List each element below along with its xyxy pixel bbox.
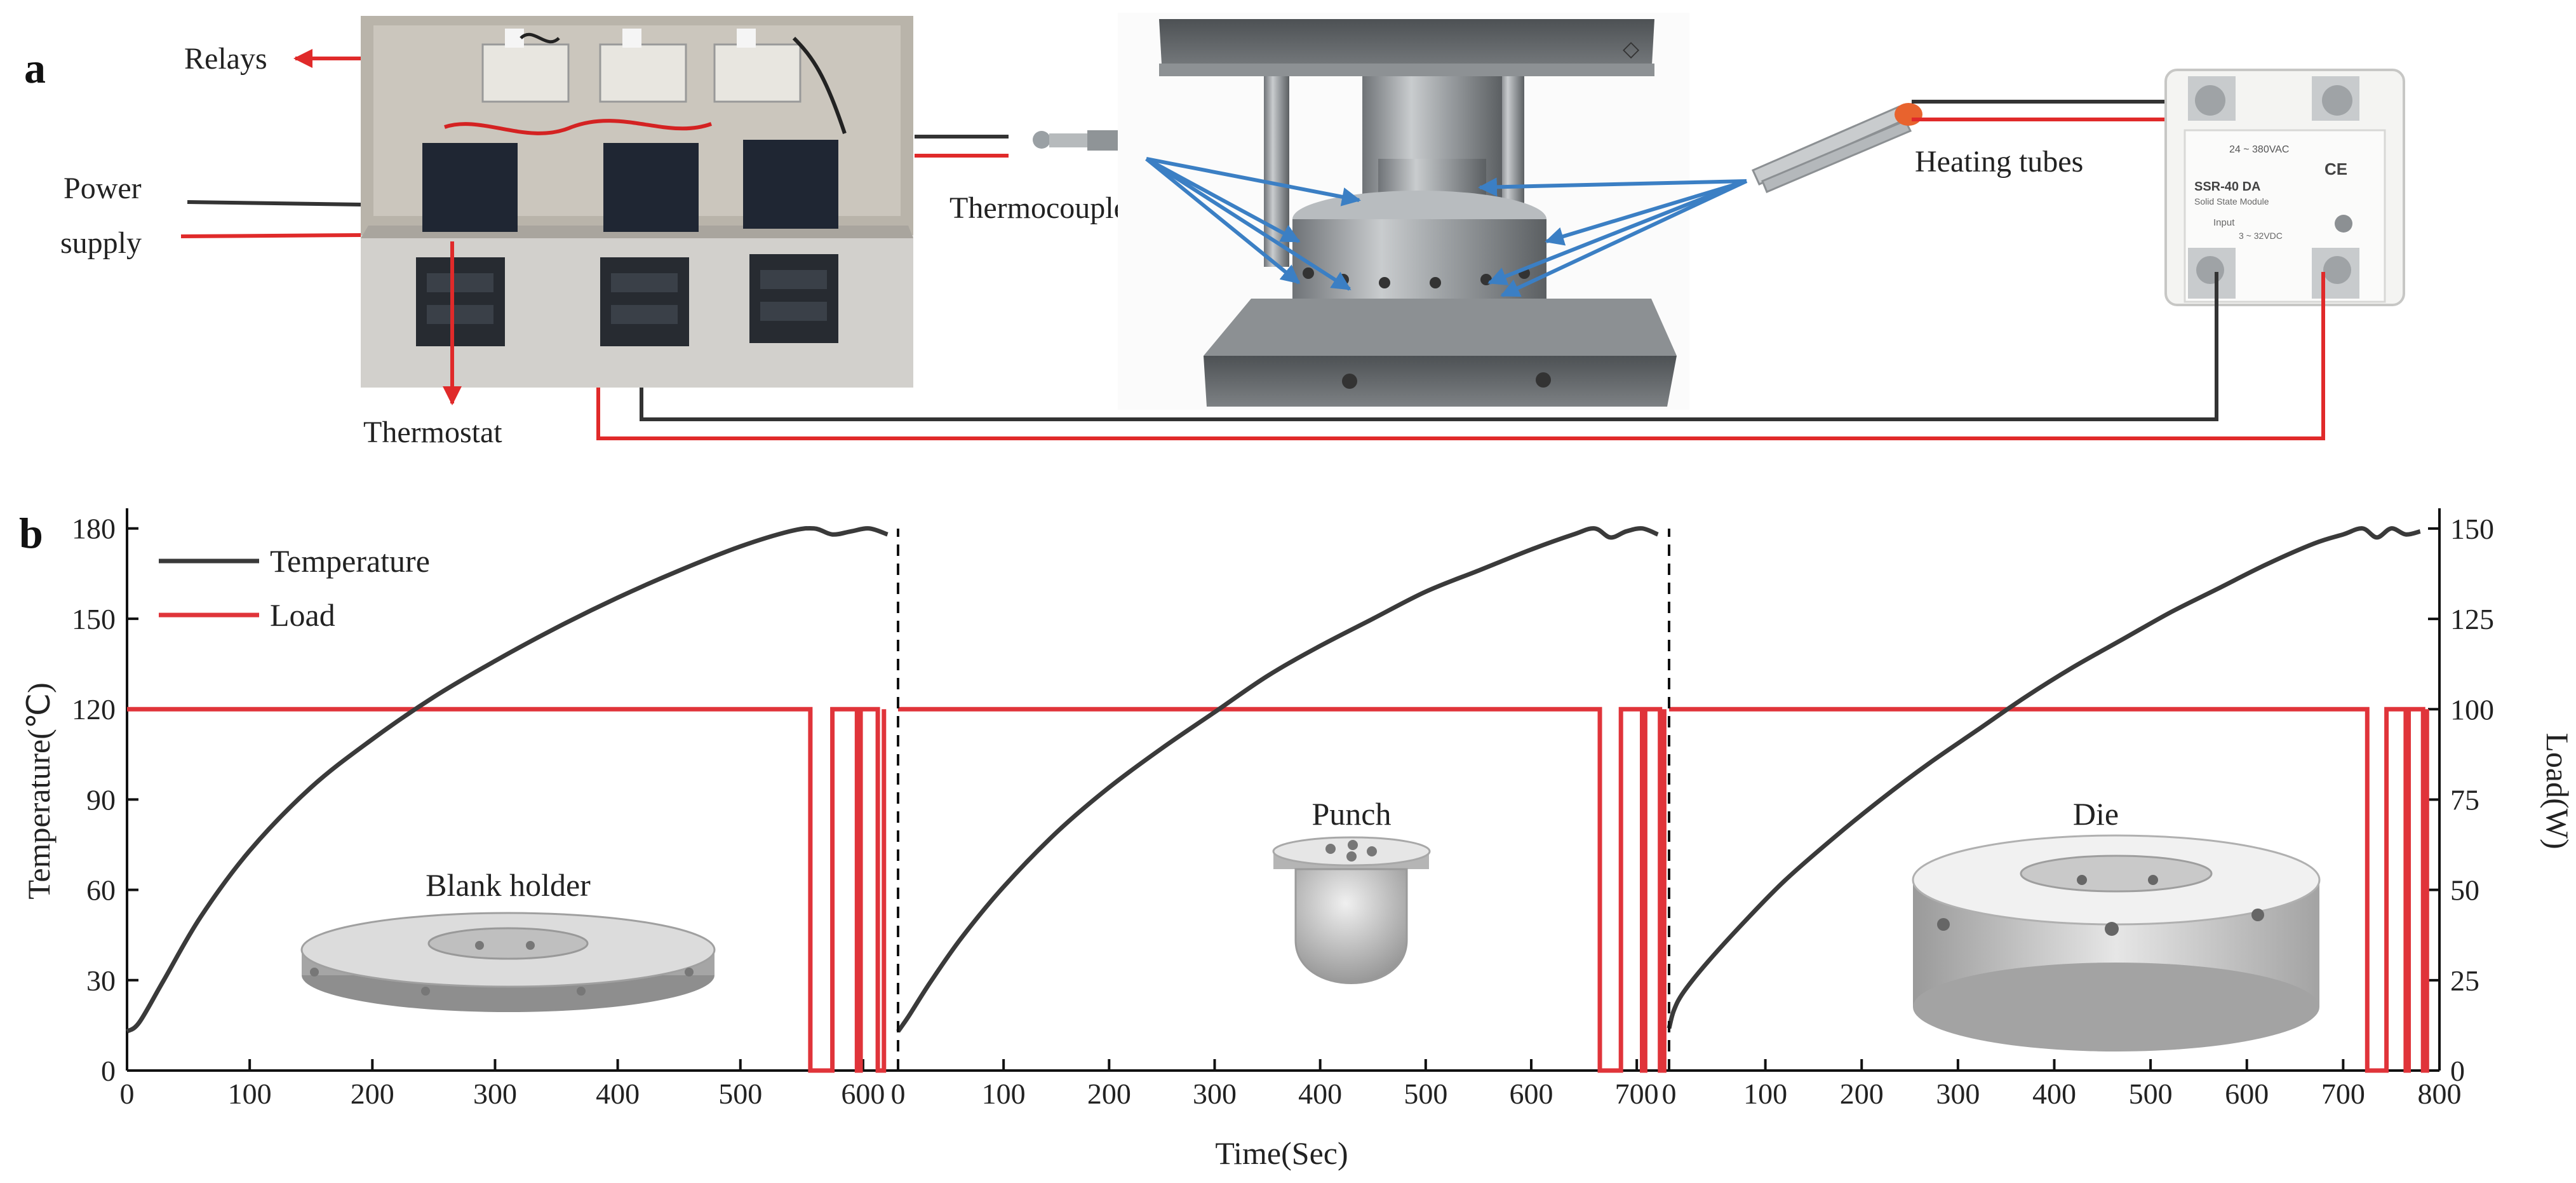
return-wire-black xyxy=(640,272,2218,421)
y2-tick-label: 125 xyxy=(2450,603,2494,635)
x-tick-label: 0 xyxy=(891,1078,906,1110)
thermostat-caption: Thermostat xyxy=(363,416,502,449)
y-tick-label: 60 xyxy=(86,874,116,907)
thermocouple-arrows xyxy=(1145,157,1361,291)
svg-text:◇: ◇ xyxy=(1623,37,1640,61)
temperature-series-line xyxy=(896,526,1659,1033)
y2-axis-label: Load(W) xyxy=(2540,733,2575,849)
relay-modules xyxy=(481,29,802,103)
x-tick-label: 300 xyxy=(1193,1078,1237,1110)
power-wire-black xyxy=(187,200,361,206)
y-tick-label: 90 xyxy=(86,783,116,816)
supply-caption: supply xyxy=(60,226,142,260)
ssr-rating-text: 24 ~ 380VAC xyxy=(2229,144,2289,155)
x-tick-label: 400 xyxy=(596,1078,640,1110)
heating-tubes xyxy=(1752,103,1922,193)
heating-tube-arrows xyxy=(1478,177,1748,297)
y-axis-label: Temperature(℃) xyxy=(21,682,57,899)
y2-tick-label: 0 xyxy=(2450,1055,2465,1087)
load-series-line xyxy=(127,706,887,1073)
solid-state-relay: 24 ~ 380VAC CE SSR-40 DA Solid State Mod… xyxy=(2164,69,2405,306)
power-caption: Power xyxy=(64,172,142,205)
panel-b-label: b xyxy=(19,509,43,557)
ssr-brand-text: SSR-40 DA xyxy=(2194,180,2260,194)
y-tick-label: 0 xyxy=(101,1055,116,1087)
load-series-line xyxy=(898,706,1667,1073)
x-tick-label: 100 xyxy=(1743,1078,1787,1110)
die-label: Die xyxy=(2073,796,2119,832)
x-tick-label: 500 xyxy=(718,1078,762,1110)
punch-inset: Punch xyxy=(1272,796,1431,984)
y2-tick-label: 50 xyxy=(2450,874,2479,907)
thermostat-bodies xyxy=(416,140,838,346)
x-tick-label: 300 xyxy=(473,1078,517,1110)
x-tick-label: 0 xyxy=(1662,1078,1677,1110)
legend-label-load: Load xyxy=(270,597,335,633)
x-tick-label: 0 xyxy=(120,1078,135,1110)
y-tick-label: 120 xyxy=(72,693,116,726)
load-series-line xyxy=(1669,706,2429,1073)
x-tick-label: 700 xyxy=(1615,1078,1659,1110)
x-tick-label: 200 xyxy=(351,1078,394,1110)
x-tick-label: 400 xyxy=(2032,1078,2076,1110)
ssr-ce-mark: CE xyxy=(2324,159,2347,179)
panel-a: a xyxy=(24,13,2405,449)
power-wire-red xyxy=(180,233,361,238)
legend-label-temperature: Temperature xyxy=(270,543,430,579)
y-tick-label: 150 xyxy=(72,603,116,635)
relays-caption: Relays xyxy=(184,42,267,76)
ssr-input-range-text: 3 ~ 32VDC xyxy=(2239,231,2283,241)
y2-tick-label: 25 xyxy=(2450,964,2479,997)
x-tick-label: 800 xyxy=(2418,1078,2462,1110)
x-tick-label: 600 xyxy=(841,1078,885,1110)
heating-tubes-caption: Heating tubes xyxy=(1915,145,2083,179)
return-wire-red xyxy=(596,272,2325,440)
panel-a-label: a xyxy=(24,44,46,92)
x-tick-label: 600 xyxy=(2225,1078,2269,1110)
x-tick-label: 500 xyxy=(1404,1078,1447,1110)
legend: Temperature Load xyxy=(159,543,430,633)
y2-tick-label: 75 xyxy=(2450,783,2479,816)
x-tick-label: 200 xyxy=(1840,1078,1884,1110)
ssr-name-text: Solid State Module xyxy=(2194,196,2269,206)
die-inset: Die xyxy=(1912,796,2321,1051)
x-tick-label: 100 xyxy=(228,1078,272,1110)
thermocouple-caption: Thermocouple xyxy=(949,191,1127,225)
ssr-input-text: Input xyxy=(2213,217,2235,228)
x-tick-label: 600 xyxy=(1509,1078,1553,1110)
panel-b: b 03060901201501800255075100125150Temper… xyxy=(19,508,2575,1171)
x-tick-label: 500 xyxy=(2129,1078,2173,1110)
y2-tick-label: 100 xyxy=(2450,693,2494,726)
blank-holder-inset: Blank holder xyxy=(300,867,716,1012)
chart: 03060901201501800255075100125150Temperat… xyxy=(21,508,2575,1171)
temperature-series-line xyxy=(125,525,889,1034)
x-tick-label: 100 xyxy=(982,1078,1026,1110)
y2-tick-label: 150 xyxy=(2450,513,2494,545)
x-tick-label: 200 xyxy=(1087,1078,1131,1110)
x-axis-label: Time(Sec) xyxy=(1215,1135,1348,1171)
y-tick-label: 30 xyxy=(86,964,116,997)
x-tick-label: 300 xyxy=(1936,1078,1980,1110)
blank-holder-label: Blank holder xyxy=(426,867,591,903)
controller-box xyxy=(361,16,913,388)
punch-label: Punch xyxy=(1312,796,1392,832)
x-tick-label: 700 xyxy=(2321,1078,2365,1110)
y-tick-label: 180 xyxy=(72,513,116,545)
die-set: ◇ xyxy=(1118,13,1689,410)
x-tick-label: 400 xyxy=(1298,1078,1342,1110)
temperature-series-line xyxy=(1667,526,2421,1029)
